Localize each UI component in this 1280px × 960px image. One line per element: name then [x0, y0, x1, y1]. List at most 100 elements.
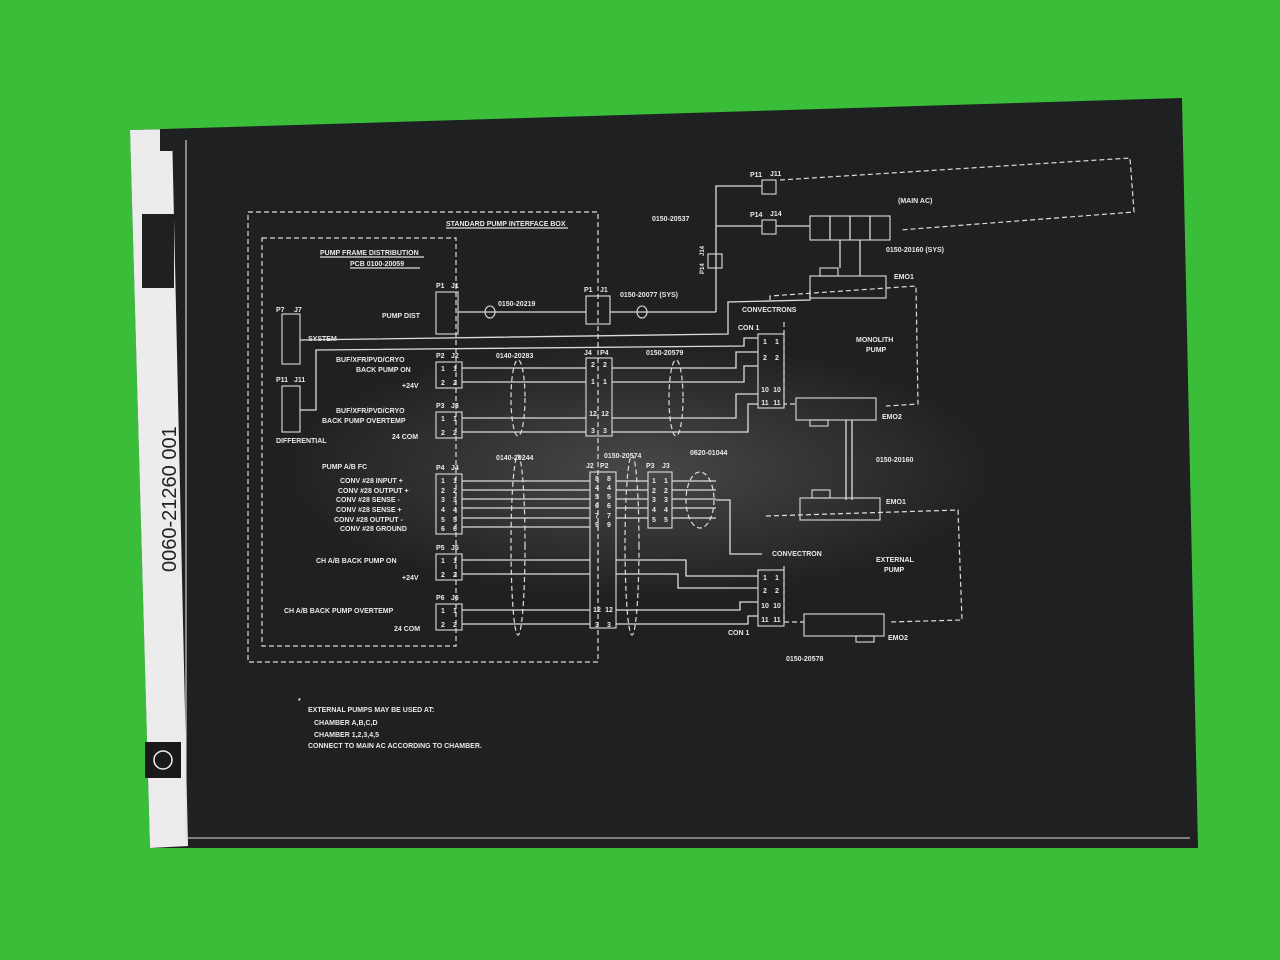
note-line1: EXTERNAL PUMPS MAY BE USED AT:: [308, 707, 434, 714]
con1l-wire-a: [616, 559, 758, 577]
emo1-upper-key: [819, 267, 839, 277]
svg-text:3: 3: [441, 497, 445, 504]
svg-text:3: 3: [652, 497, 656, 504]
svg-text:2: 2: [763, 588, 767, 595]
svg-text:2: 2: [441, 488, 445, 495]
title-strip: [130, 129, 188, 848]
svg-text:5: 5: [453, 517, 457, 524]
j2-mid-label: J2: [586, 463, 594, 470]
cable-20160: 0150-20160: [876, 457, 913, 464]
svg-text:1: 1: [453, 478, 457, 485]
svg-text:11: 11: [773, 617, 781, 624]
p6-j6-connector: [435, 603, 463, 631]
monolith-line1: MONOLITH: [856, 337, 893, 344]
con1u-1a: 1: [763, 339, 767, 346]
buf-on-line2: BACK PUMP ON: [356, 367, 411, 374]
cable-20537: 0150-20537: [652, 216, 689, 223]
cable-20160sys: 0150-20160 (SYS): [886, 247, 944, 254]
svg-text:1: 1: [441, 558, 445, 565]
j2-label: J2: [451, 353, 459, 360]
j14-right-label: J14: [770, 211, 782, 218]
j4p4-pin3b: 3: [603, 428, 607, 435]
svg-text:4: 4: [441, 507, 445, 514]
conv-line-5: CONV #28 OUTPUT -: [334, 517, 404, 524]
svg-text:5: 5: [652, 517, 656, 524]
monolith-pump-outline: [769, 285, 919, 407]
svg-text:2: 2: [453, 622, 457, 629]
external-pump-left: [783, 566, 804, 623]
monolith-line2: PUMP: [866, 347, 887, 354]
j5-label: J5: [451, 545, 459, 552]
p5-j5-connector: [435, 553, 463, 581]
convectron-label: CONVECTRON: [772, 551, 822, 558]
svg-text:2: 2: [775, 588, 779, 595]
svg-text:10: 10: [773, 603, 781, 610]
svg-text:7: 7: [595, 513, 599, 520]
ch-ot-label: CH A/B BACK PUMP OVERTEMP: [284, 608, 394, 615]
buf-on-line1: BUF/XFR/PVD/CRYO: [336, 357, 405, 364]
svg-text:4: 4: [664, 507, 668, 514]
note-line3: CHAMBER 1,2,3,4,5: [314, 732, 379, 739]
conv-wires: [462, 480, 590, 528]
cable-ring-20574: [624, 454, 640, 636]
svg-text:1: 1: [775, 575, 779, 582]
emo2-upper-connector: [795, 397, 877, 421]
p3-pin2b: 2: [453, 430, 457, 437]
svg-text:1: 1: [453, 608, 457, 615]
con1u-10b: 10: [773, 387, 781, 394]
j4p4-pin2b: 2: [603, 362, 607, 369]
svg-text:3: 3: [664, 497, 668, 504]
main-ac-feed: [715, 185, 762, 312]
external-line2: PUMP: [884, 567, 905, 574]
emo2-upper-label: EMO2: [882, 414, 902, 421]
svg-text:12: 12: [593, 607, 601, 614]
svg-text:1: 1: [763, 575, 767, 582]
p3-connector: [435, 411, 463, 439]
svg-text:4: 4: [453, 507, 457, 514]
con1-wire-a: [612, 351, 758, 369]
strip-black-tab: [160, 129, 176, 151]
j4p4-pin2a: 2: [591, 362, 595, 369]
p4-j4-connector: [435, 473, 463, 535]
sheet-inner-border: [185, 140, 1190, 839]
con1u-1b: 1: [775, 339, 779, 346]
strip-bottom-block: [145, 742, 181, 778]
svg-text:3: 3: [607, 622, 611, 629]
pump-frame-outline: [261, 237, 457, 647]
p11-right-connector: [761, 179, 777, 195]
svg-text:2: 2: [441, 622, 445, 629]
svg-text:1: 1: [453, 558, 457, 565]
con1-upper-label: CON 1: [738, 325, 760, 332]
svg-text:11: 11: [761, 617, 769, 624]
p6-label: P6: [436, 595, 445, 602]
cable-ring-01044: [685, 471, 715, 529]
p2-label: P2: [436, 353, 445, 360]
part-number: 0060-21260 001: [159, 426, 181, 572]
cable-20219: 0150-20219: [498, 301, 535, 308]
emo2-upper-key: [809, 419, 829, 427]
svg-text:2: 2: [664, 488, 668, 495]
svg-text:4: 4: [607, 485, 611, 492]
svg-text:5: 5: [607, 494, 611, 501]
p4-mid-label: P4: [600, 350, 609, 357]
svg-text:8: 8: [607, 476, 611, 483]
main-ac-outline: [779, 157, 1135, 231]
j6-label: J6: [451, 595, 459, 602]
p2-connector: [435, 361, 463, 389]
ch-on-label: CH A/B BACK PUMP ON: [316, 558, 397, 565]
svg-text:9: 9: [595, 522, 599, 529]
svg-text:9: 9: [607, 522, 611, 529]
light-glare: [280, 340, 1000, 600]
cable-20578: 0150-20578: [786, 656, 823, 663]
p11-right-label: P11: [750, 172, 762, 179]
pump-dist-label: PUMP DIST: [382, 313, 421, 320]
differential-line: [300, 337, 758, 411]
p2-pin1: 1: [441, 366, 445, 373]
p11-left-label: P11: [276, 377, 288, 384]
plus24v-2: +24V: [402, 575, 419, 582]
interface-box-title: STANDARD PUMP INTERFACE BOX: [446, 221, 566, 228]
pump-frame-title: PUMP FRAME DISTRIBUTION: [320, 250, 419, 257]
